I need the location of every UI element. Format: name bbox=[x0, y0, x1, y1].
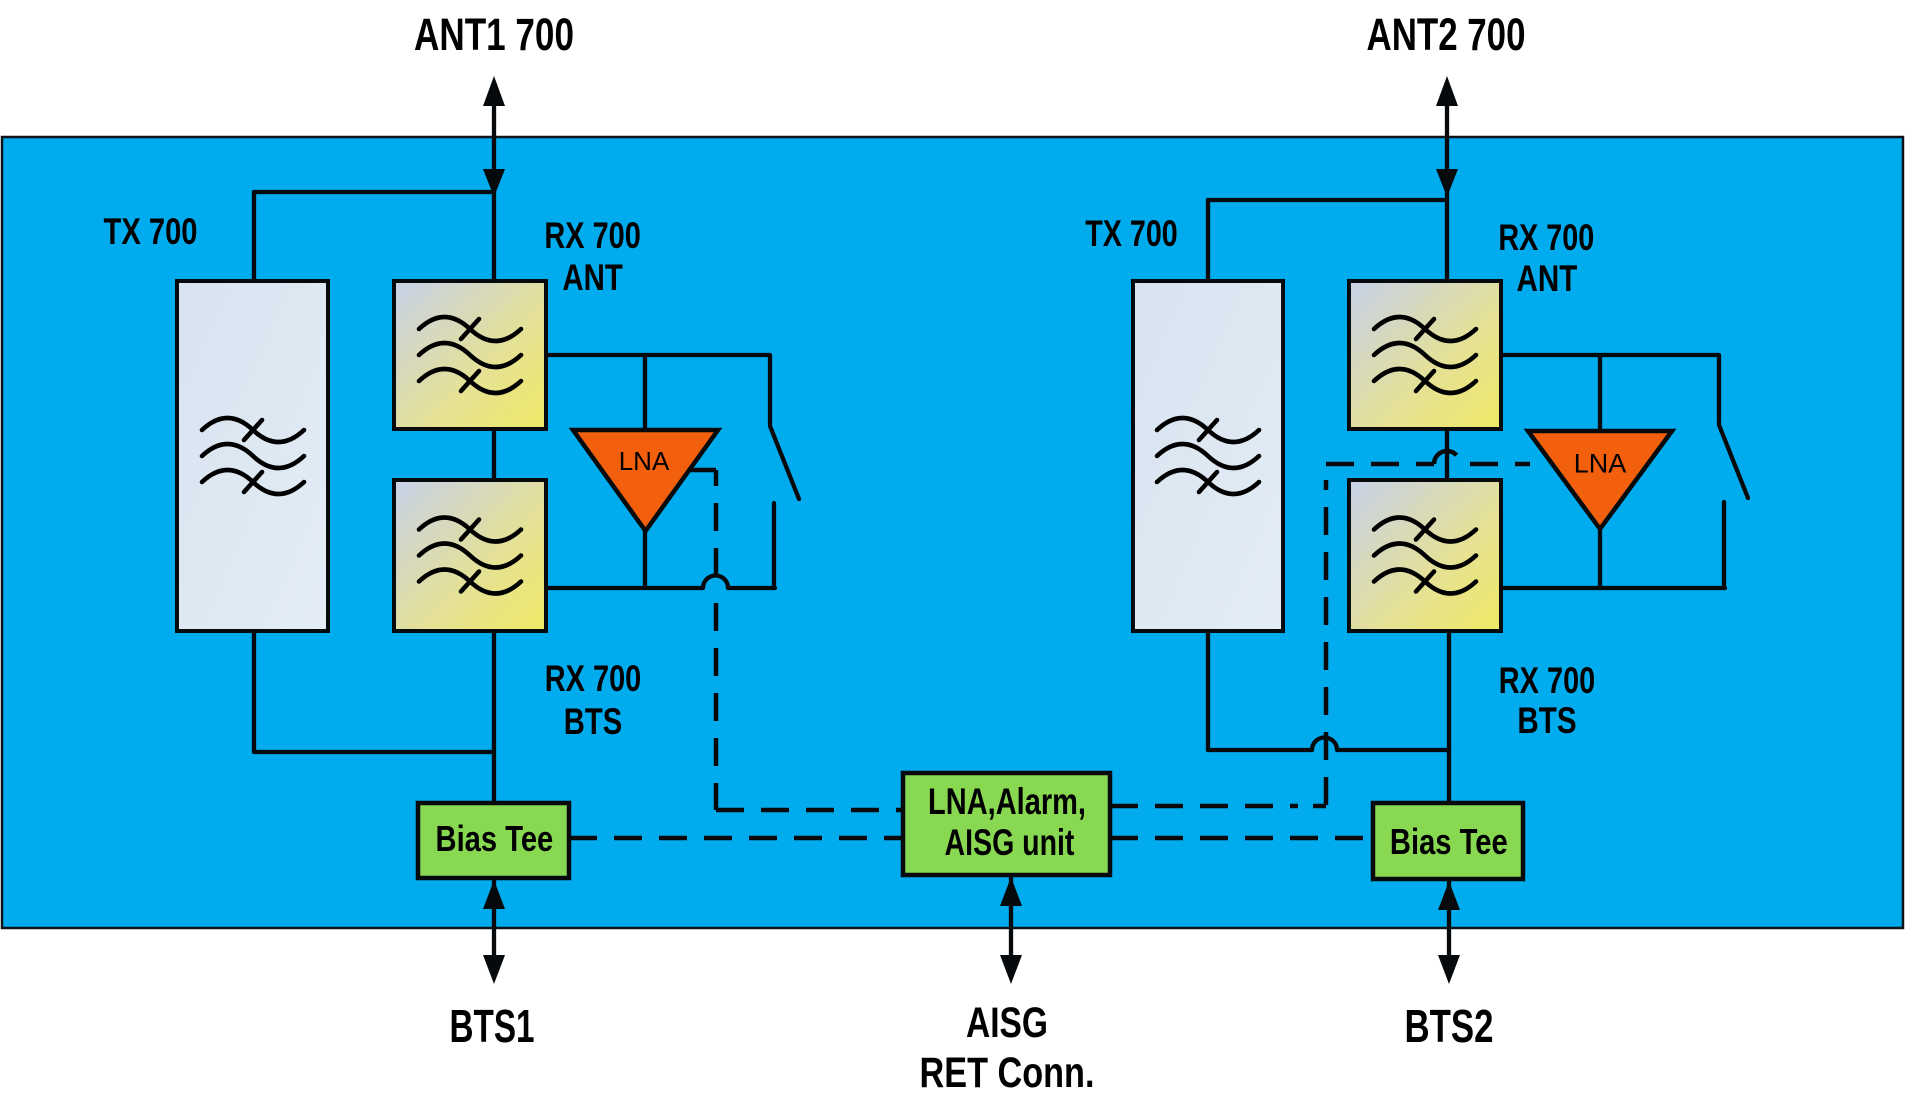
svg-text:ANT: ANT bbox=[562, 258, 623, 299]
svg-text:ANT2 700: ANT2 700 bbox=[1367, 10, 1526, 60]
svg-text:AISG unit: AISG unit bbox=[945, 821, 1075, 862]
svg-text:BTS2: BTS2 bbox=[1405, 1000, 1494, 1052]
svg-text:Bias Tee: Bias Tee bbox=[1390, 821, 1508, 862]
svg-text:BTS1: BTS1 bbox=[450, 1001, 535, 1053]
svg-text:LNA: LNA bbox=[1574, 449, 1627, 479]
svg-text:TX 700: TX 700 bbox=[104, 212, 198, 253]
svg-text:BTS: BTS bbox=[1517, 701, 1576, 742]
svg-text:ANT1 700: ANT1 700 bbox=[414, 9, 574, 60]
svg-text:LNA: LNA bbox=[619, 446, 670, 476]
svg-text:TX 700: TX 700 bbox=[1085, 214, 1177, 255]
svg-text:AISG: AISG bbox=[966, 999, 1048, 1047]
svg-text:RX 700: RX 700 bbox=[1498, 218, 1594, 259]
svg-text:RX 700: RX 700 bbox=[1499, 661, 1595, 702]
svg-text:RET Conn.: RET Conn. bbox=[920, 1049, 1095, 1097]
svg-text:RX 700: RX 700 bbox=[545, 659, 641, 700]
svg-text:BTS: BTS bbox=[564, 702, 622, 743]
svg-text:RX 700: RX 700 bbox=[544, 216, 640, 257]
svg-text:LNA,Alarm,: LNA,Alarm, bbox=[928, 782, 1086, 823]
svg-text:Bias Tee: Bias Tee bbox=[436, 818, 554, 859]
svg-text:ANT: ANT bbox=[1516, 259, 1577, 300]
